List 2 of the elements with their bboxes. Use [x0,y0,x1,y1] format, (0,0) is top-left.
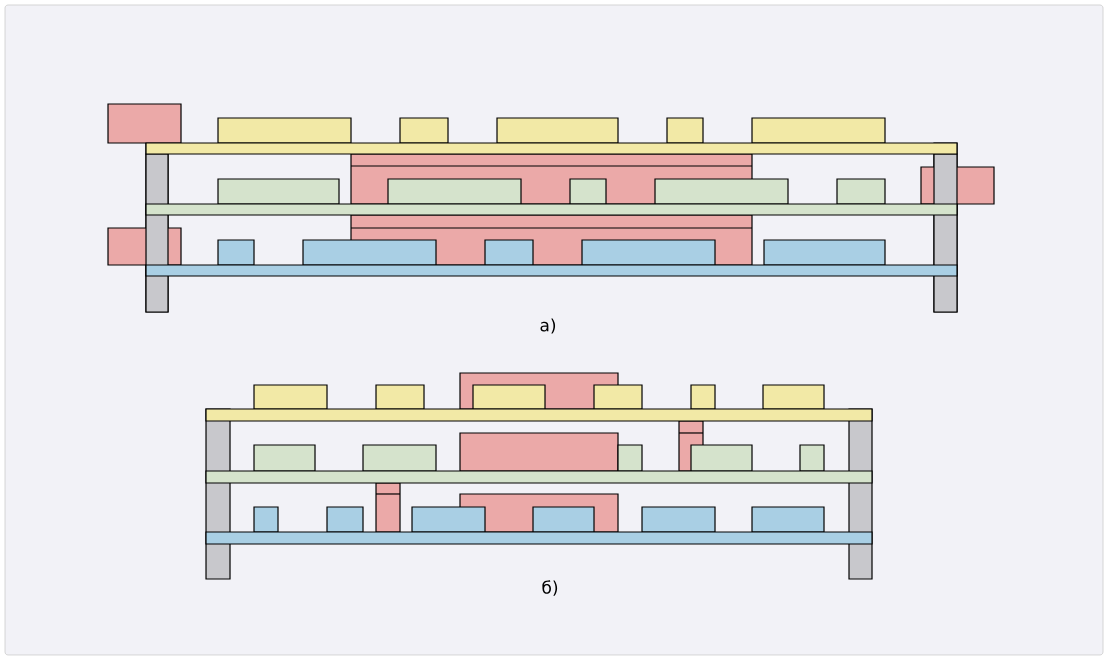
panel-label: б) [542,580,558,596]
panel-label: а) [540,318,556,334]
